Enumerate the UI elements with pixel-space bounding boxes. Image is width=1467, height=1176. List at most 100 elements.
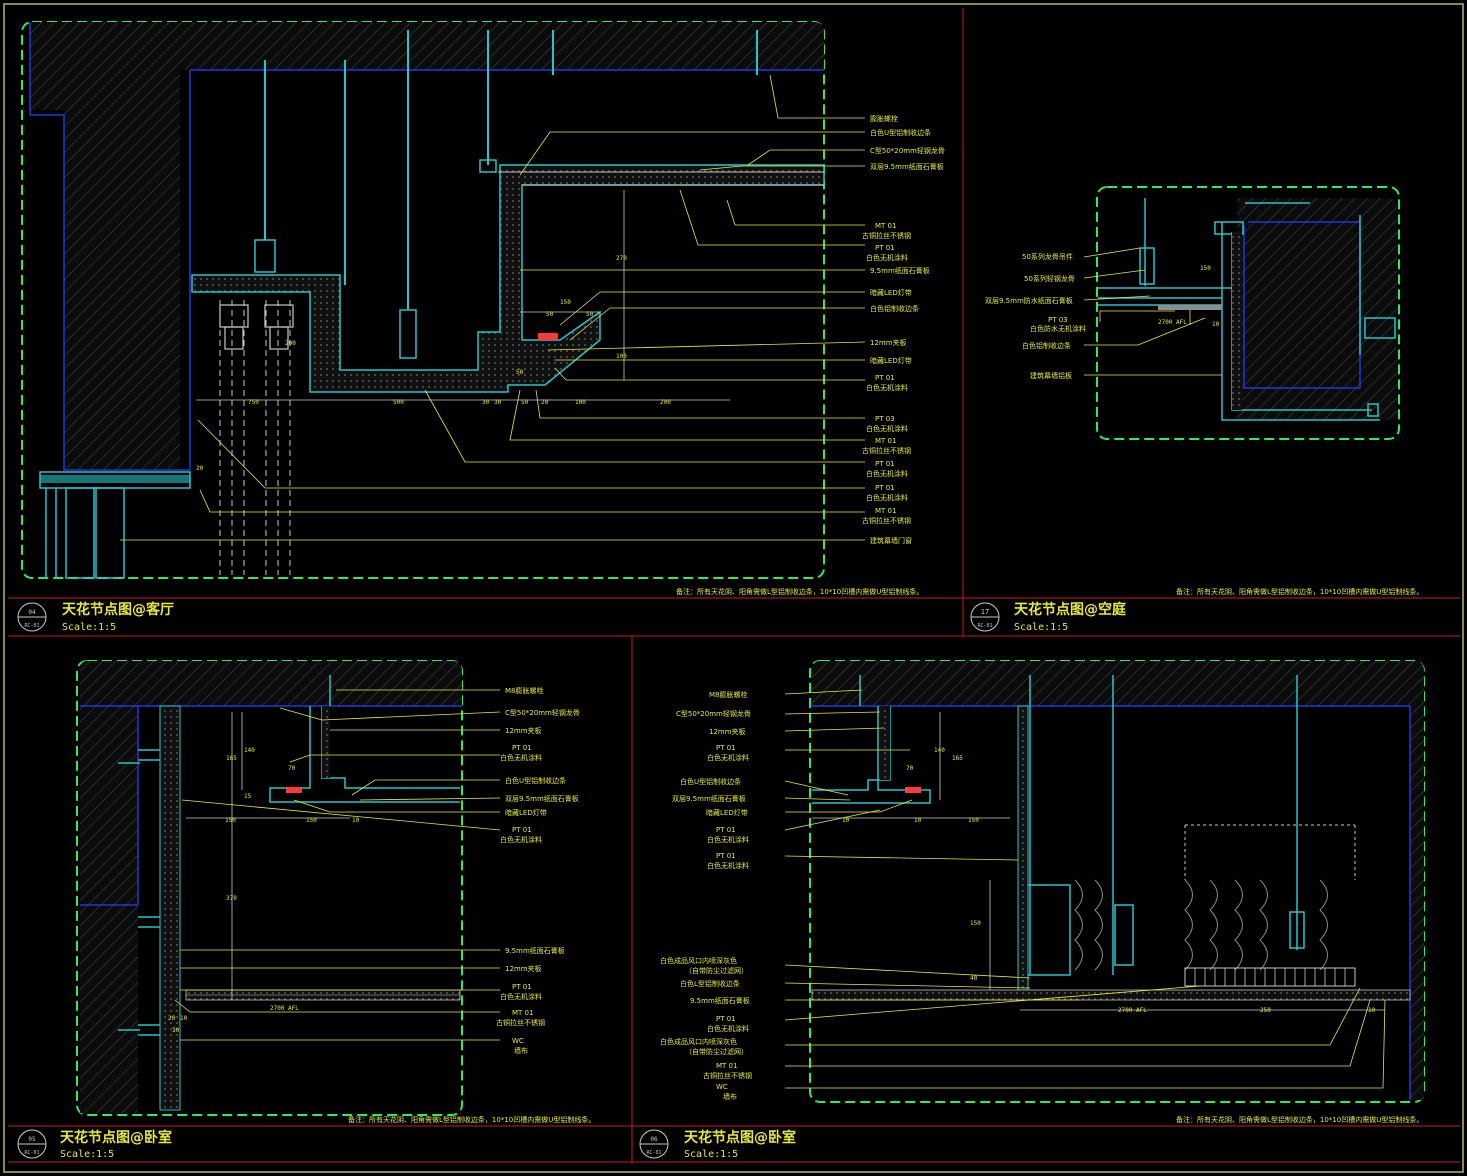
callout-label: M8膨胀螺栓 — [505, 686, 544, 695]
sheet-ref: RC-01 — [24, 623, 39, 629]
ceiling-board — [191, 164, 825, 393]
dim-text: 270 — [616, 255, 627, 262]
detail-number: 04 — [28, 609, 36, 616]
dim-text: 2700 AFL — [1158, 319, 1187, 326]
dim-text: 2700 AFL — [270, 1005, 299, 1012]
sheet-ref: RC-01 — [646, 1150, 661, 1156]
detail-boundary — [1096, 186, 1400, 440]
detail-title: 天花节点图@卧室 — [684, 1129, 796, 1146]
callout-label: 白色铝制收边条 — [870, 304, 919, 313]
callout-label: 白色U型铝制收边条 — [505, 776, 566, 785]
dim-text: 250 — [1260, 1007, 1271, 1014]
callout-label: 白色U型铝制收边条 — [870, 128, 931, 137]
callout-label: 白色无机涂料 — [707, 753, 749, 762]
dim-text: 140 — [934, 747, 945, 754]
material-code: PT 01 — [875, 484, 895, 492]
callout-label: 古铜拉丝不锈钢 — [703, 1071, 752, 1080]
callout-label: M8膨胀螺栓 — [709, 690, 748, 699]
material-code: PT 03 — [1048, 316, 1068, 324]
callout-label: 古铜拉丝不锈钢 — [862, 231, 911, 240]
detail-title: 天花节点图@卧室 — [60, 1129, 172, 1146]
callout-label: 12mm夹板 — [870, 338, 907, 347]
material-code: MT 01 — [875, 222, 896, 230]
callout-label: 白色L型铝制收边条 — [680, 979, 740, 988]
panel-note: 备注：所有天花阴、阳角需做L型铝制收边条，10*10凹槽内需做U型铝制线条。 — [676, 587, 923, 596]
dim-text: 20 — [196, 465, 204, 472]
dim-text: 30 — [482, 399, 490, 406]
callout-label: 双层9.5mm纸面石膏板 — [870, 162, 944, 171]
concrete-structure — [1237, 198, 1397, 420]
callout-label: 12mm夹板 — [505, 726, 542, 735]
callout-label: 12mm夹板 — [505, 964, 542, 973]
callout-label: C型50*20mm轻钢龙骨 — [505, 708, 580, 717]
detail-title: 天花节点图@客厅 — [62, 601, 174, 618]
callout-label: 古铜拉丝不锈钢 — [862, 516, 911, 525]
dim-text: 150 — [968, 817, 979, 824]
callout-label: 暗藏LED灯带 — [706, 808, 748, 817]
detail-boundary — [809, 660, 1425, 1103]
callout-label: C型50*20mm轻钢龙骨 — [870, 146, 945, 155]
material-code: WC — [716, 1083, 728, 1091]
callout-label: 白色防水无机涂料 — [1030, 324, 1086, 333]
callout-label: 白色无机涂料 — [866, 253, 908, 262]
callout-label: 墙布 — [514, 1046, 528, 1055]
dim-text: 50 — [546, 311, 554, 318]
panel-bedroom-05: M8膨胀螺栓 C型50*20mm轻钢龙骨 12mm夹板 PT 01 白色无机涂料… — [17, 660, 595, 1160]
callout-label: 古铜拉丝不锈钢 — [862, 446, 911, 455]
panel-courtyard: 50系列龙骨吊件 50系列轻钢龙骨 双层9.5mm防水纸面石膏板 PT 03 白… — [970, 186, 1423, 633]
callout-label: 12mm夹板 — [709, 727, 746, 736]
panel-note: 备注：所有天花阴、阳角需做L型铝制收边条，10*10凹槽内需做U型铝制线条。 — [1176, 1115, 1423, 1124]
callout-label: 白色成品风口内喷深灰色 — [660, 956, 737, 965]
dim-text: 15 — [244, 793, 252, 800]
material-code: MT 01 — [512, 1009, 533, 1017]
callout-label: 50系列龙骨吊件 — [1022, 252, 1073, 261]
material-code: PT 03 — [875, 415, 895, 423]
concrete-wall — [80, 706, 138, 1113]
concrete-slab — [80, 661, 462, 706]
callout-label: （自带防尘过滤网） — [685, 1047, 748, 1056]
material-code: PT 01 — [875, 374, 895, 382]
callout-label: 墙布 — [723, 1092, 737, 1101]
detail-scale: Scale:1:5 — [1014, 622, 1068, 633]
material-code: PT 01 — [716, 852, 736, 860]
material-code: MT 01 — [875, 437, 896, 445]
dim-text: 140 — [244, 747, 255, 754]
dim-text: 150 — [1200, 265, 1211, 272]
dim-text: 10 — [842, 817, 850, 824]
dim-text: 750 — [248, 399, 259, 406]
callout-label: 暗藏LED灯带 — [870, 288, 912, 297]
dim-text: 165 — [952, 755, 963, 762]
callout-label: 白色无机涂料 — [866, 493, 908, 502]
concrete-slab — [180, 22, 824, 70]
dim-text: 10 — [1368, 1007, 1376, 1014]
dim-text: 165 — [226, 755, 237, 762]
callout-label: 白色无机涂料 — [707, 835, 749, 844]
dim-text: 150 — [560, 299, 571, 306]
callout-label: 膨胀螺栓 — [870, 114, 898, 123]
material-code: PT 01 — [716, 744, 736, 752]
panel-note: 备注：所有天花阴、阳角需做L型铝制收边条，10*10凹槽内需做U型铝制线条。 — [348, 1115, 595, 1124]
concrete-slab — [812, 661, 1424, 1100]
dim-text: 50 — [521, 399, 529, 406]
dim-text: 200 — [660, 399, 671, 406]
sheet-ref: RC-01 — [977, 623, 992, 629]
callout-label: C型50*20mm轻钢龙骨 — [676, 709, 751, 718]
dim-text: 10 — [180, 1015, 188, 1022]
dim-text: 200 — [285, 340, 296, 347]
dim-text: 500 — [393, 399, 404, 406]
concrete-wall — [30, 22, 180, 470]
callout-label: 建筑幕墙铝板 — [1030, 371, 1072, 380]
callout-label: 古铜拉丝不锈钢 — [496, 1018, 545, 1027]
dim-text: 370 — [226, 895, 237, 902]
panel-living-room: 膨胀螺栓 白色U型铝制收边条 C型50*20mm轻钢龙骨 双层9.5mm纸面石膏… — [17, 21, 945, 633]
callout-label: 9.5mm纸面石膏板 — [690, 996, 750, 1005]
material-code: PT 01 — [512, 744, 532, 752]
dim-text: 70 — [288, 765, 296, 772]
detail-scale: Scale:1:5 — [684, 1149, 738, 1160]
callout-label: 白色U型铝制收边条 — [680, 777, 741, 786]
material-code: PT 01 — [875, 244, 895, 252]
callout-label: 50系列轻钢龙骨 — [1024, 274, 1075, 283]
material-code: PT 01 — [716, 826, 736, 834]
callout-label: （自带防尘过滤网） — [685, 966, 748, 975]
